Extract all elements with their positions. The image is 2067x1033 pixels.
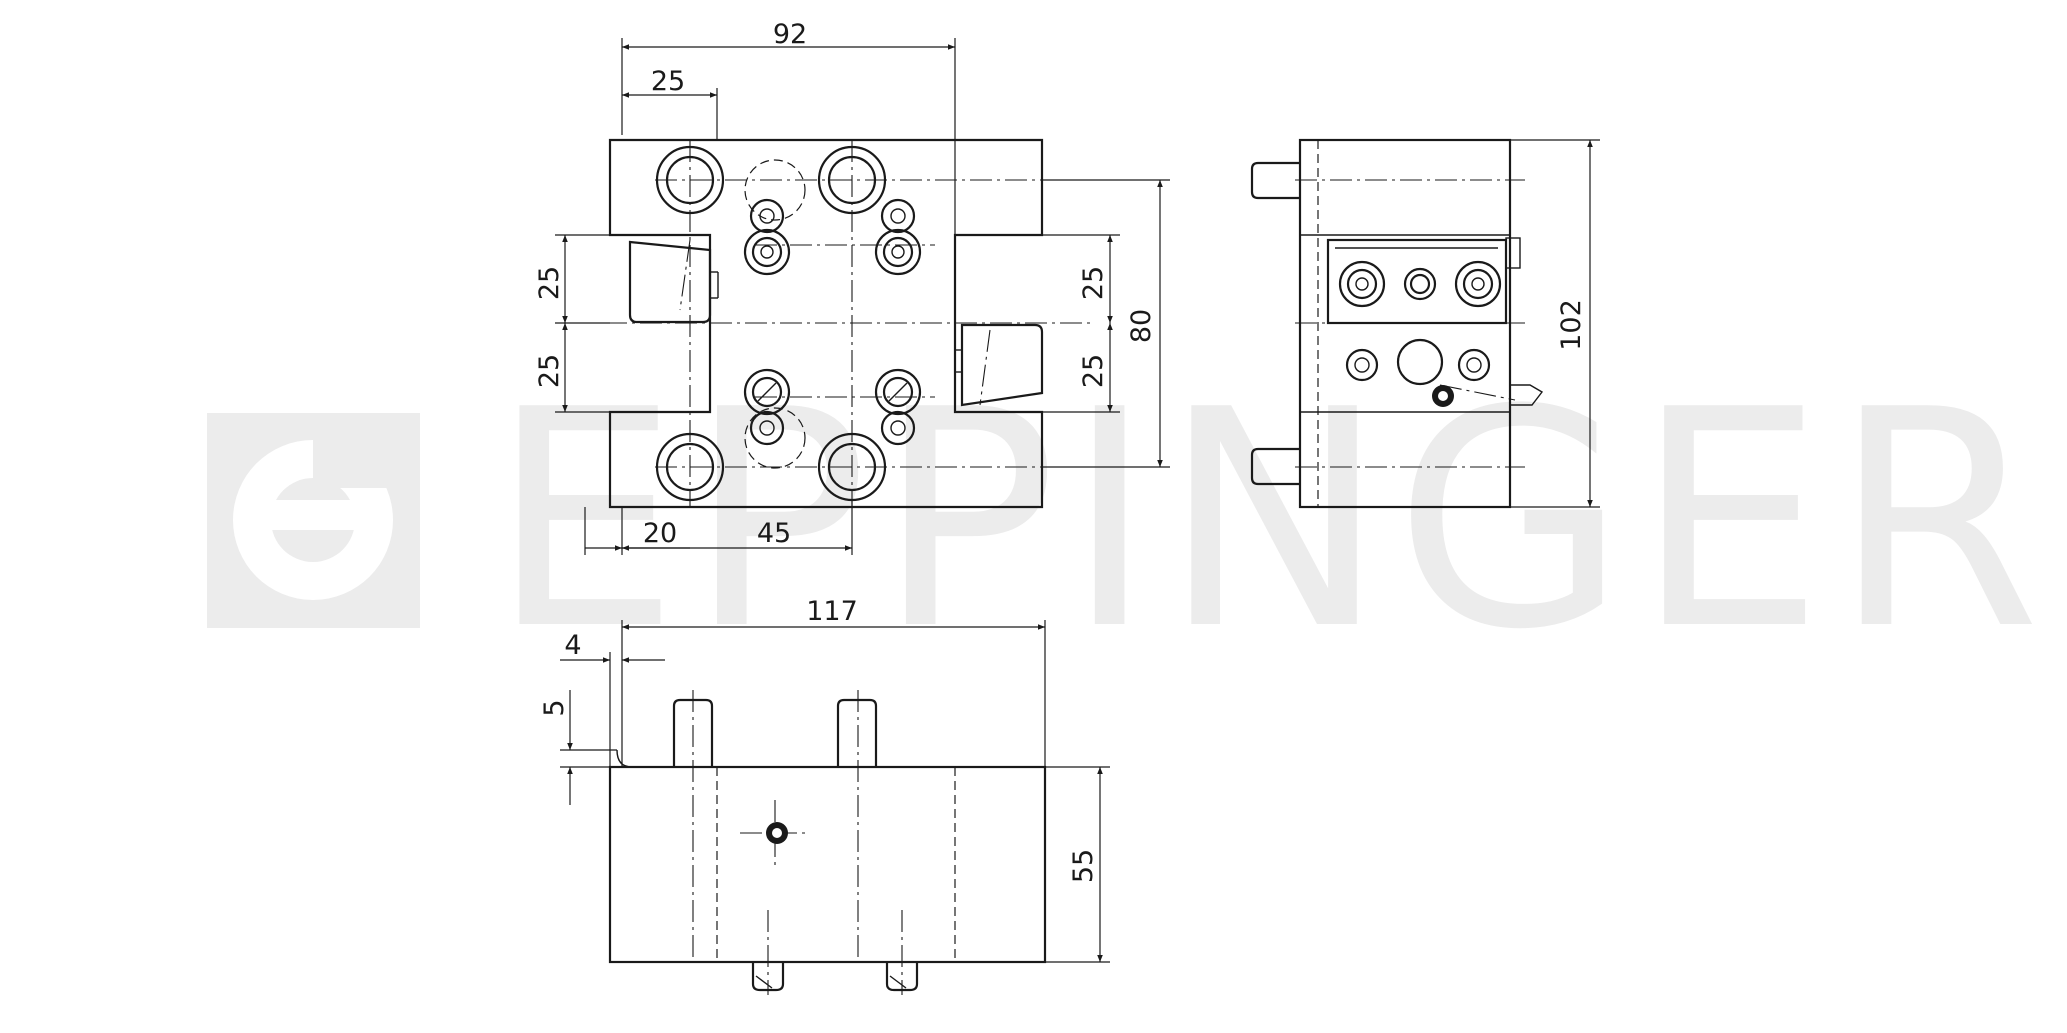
side-clamp-strip	[1326, 237, 1521, 325]
side-pin-bottom	[1250, 447, 1300, 486]
dim-front-height: 55	[1068, 849, 1099, 883]
front-pin-left	[672, 698, 714, 767]
dim-top-height-b: 25	[534, 354, 565, 388]
front-view	[608, 690, 1047, 995]
front-view-dimensions: 117 4 5 55	[539, 596, 1110, 963]
counterbore-hole-tl	[655, 145, 725, 215]
dim-top-overall-height: 80	[1126, 309, 1157, 343]
dim-front-left-offset: 4	[564, 630, 581, 661]
front-pin-right	[836, 698, 878, 767]
top-view-dimensions: 92 25 25 25 25 25 80 20 45	[534, 19, 1170, 555]
brand-logo-icon	[207, 413, 420, 628]
screw-hole-group	[743, 198, 922, 446]
dim-side-height: 102	[1556, 299, 1587, 351]
brand-watermark: EPPINGER	[207, 346, 2049, 695]
dim-front-width: 117	[806, 596, 858, 627]
dim-top-height-a: 25	[534, 266, 565, 300]
brand-wordmark: EPPINGER	[490, 346, 2049, 695]
counterbore-hole-bl	[655, 432, 725, 502]
dim-bottom-spacing: 45	[757, 518, 791, 549]
dim-top-right-a: 25	[1078, 266, 1109, 300]
dim-top-right-b: 25	[1078, 354, 1109, 388]
counterbore-hole-tr	[817, 145, 887, 215]
side-view-dimensions: 102	[1510, 139, 1600, 508]
side-view	[1250, 138, 1544, 509]
top-view	[570, 138, 1160, 509]
clamp-wedge-left	[628, 239, 719, 324]
side-pin-top	[1250, 161, 1300, 200]
dim-top-left-offset: 25	[651, 66, 685, 97]
clamp-wedge-right	[954, 323, 1044, 407]
dim-bottom-offset: 20	[643, 518, 677, 549]
dim-front-step: 5	[539, 699, 570, 716]
dim-top-overall-width: 92	[773, 19, 807, 50]
